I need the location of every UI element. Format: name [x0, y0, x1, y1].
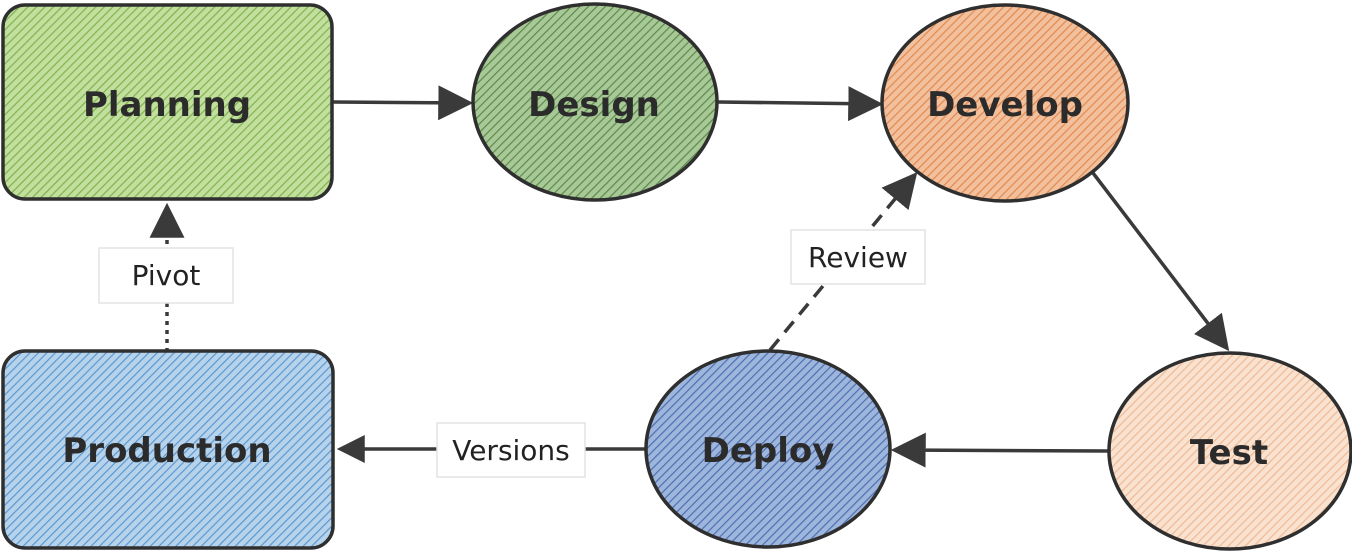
node-production-label: Production — [62, 431, 271, 471]
edge-label-pivot-text: Pivot — [132, 259, 201, 292]
node-develop: Develop — [880, 3, 1130, 203]
edge-test-to-deploy — [890, 432, 1109, 468]
edge-planning-to-design — [332, 85, 474, 121]
edge-label-versions-text: Versions — [452, 434, 570, 467]
node-planning-label: Planning — [83, 85, 251, 125]
node-deploy-label: Deploy — [702, 431, 835, 471]
edge-develop-to-test — [1091, 171, 1230, 352]
edge-label-pivot: Pivot — [98, 247, 234, 304]
edge-design-to-develop — [717, 86, 884, 122]
node-test-label: Test — [1190, 433, 1268, 473]
edge-labels-group: Pivot Review Versions — [98, 229, 926, 478]
edge-label-review: Review — [790, 229, 926, 285]
node-design-label: Design — [528, 85, 660, 125]
edge-label-versions: Versions — [436, 422, 586, 478]
node-develop-label: Develop — [927, 85, 1083, 125]
node-production: Production — [1, 349, 335, 550]
edge-deploy-to-develop — [768, 171, 918, 352]
edge-label-review-text: Review — [808, 241, 908, 274]
node-design: Design — [471, 2, 719, 202]
node-test: Test — [1107, 351, 1352, 551]
node-deploy: Deploy — [644, 349, 892, 549]
node-planning: Planning — [1, 3, 334, 201]
